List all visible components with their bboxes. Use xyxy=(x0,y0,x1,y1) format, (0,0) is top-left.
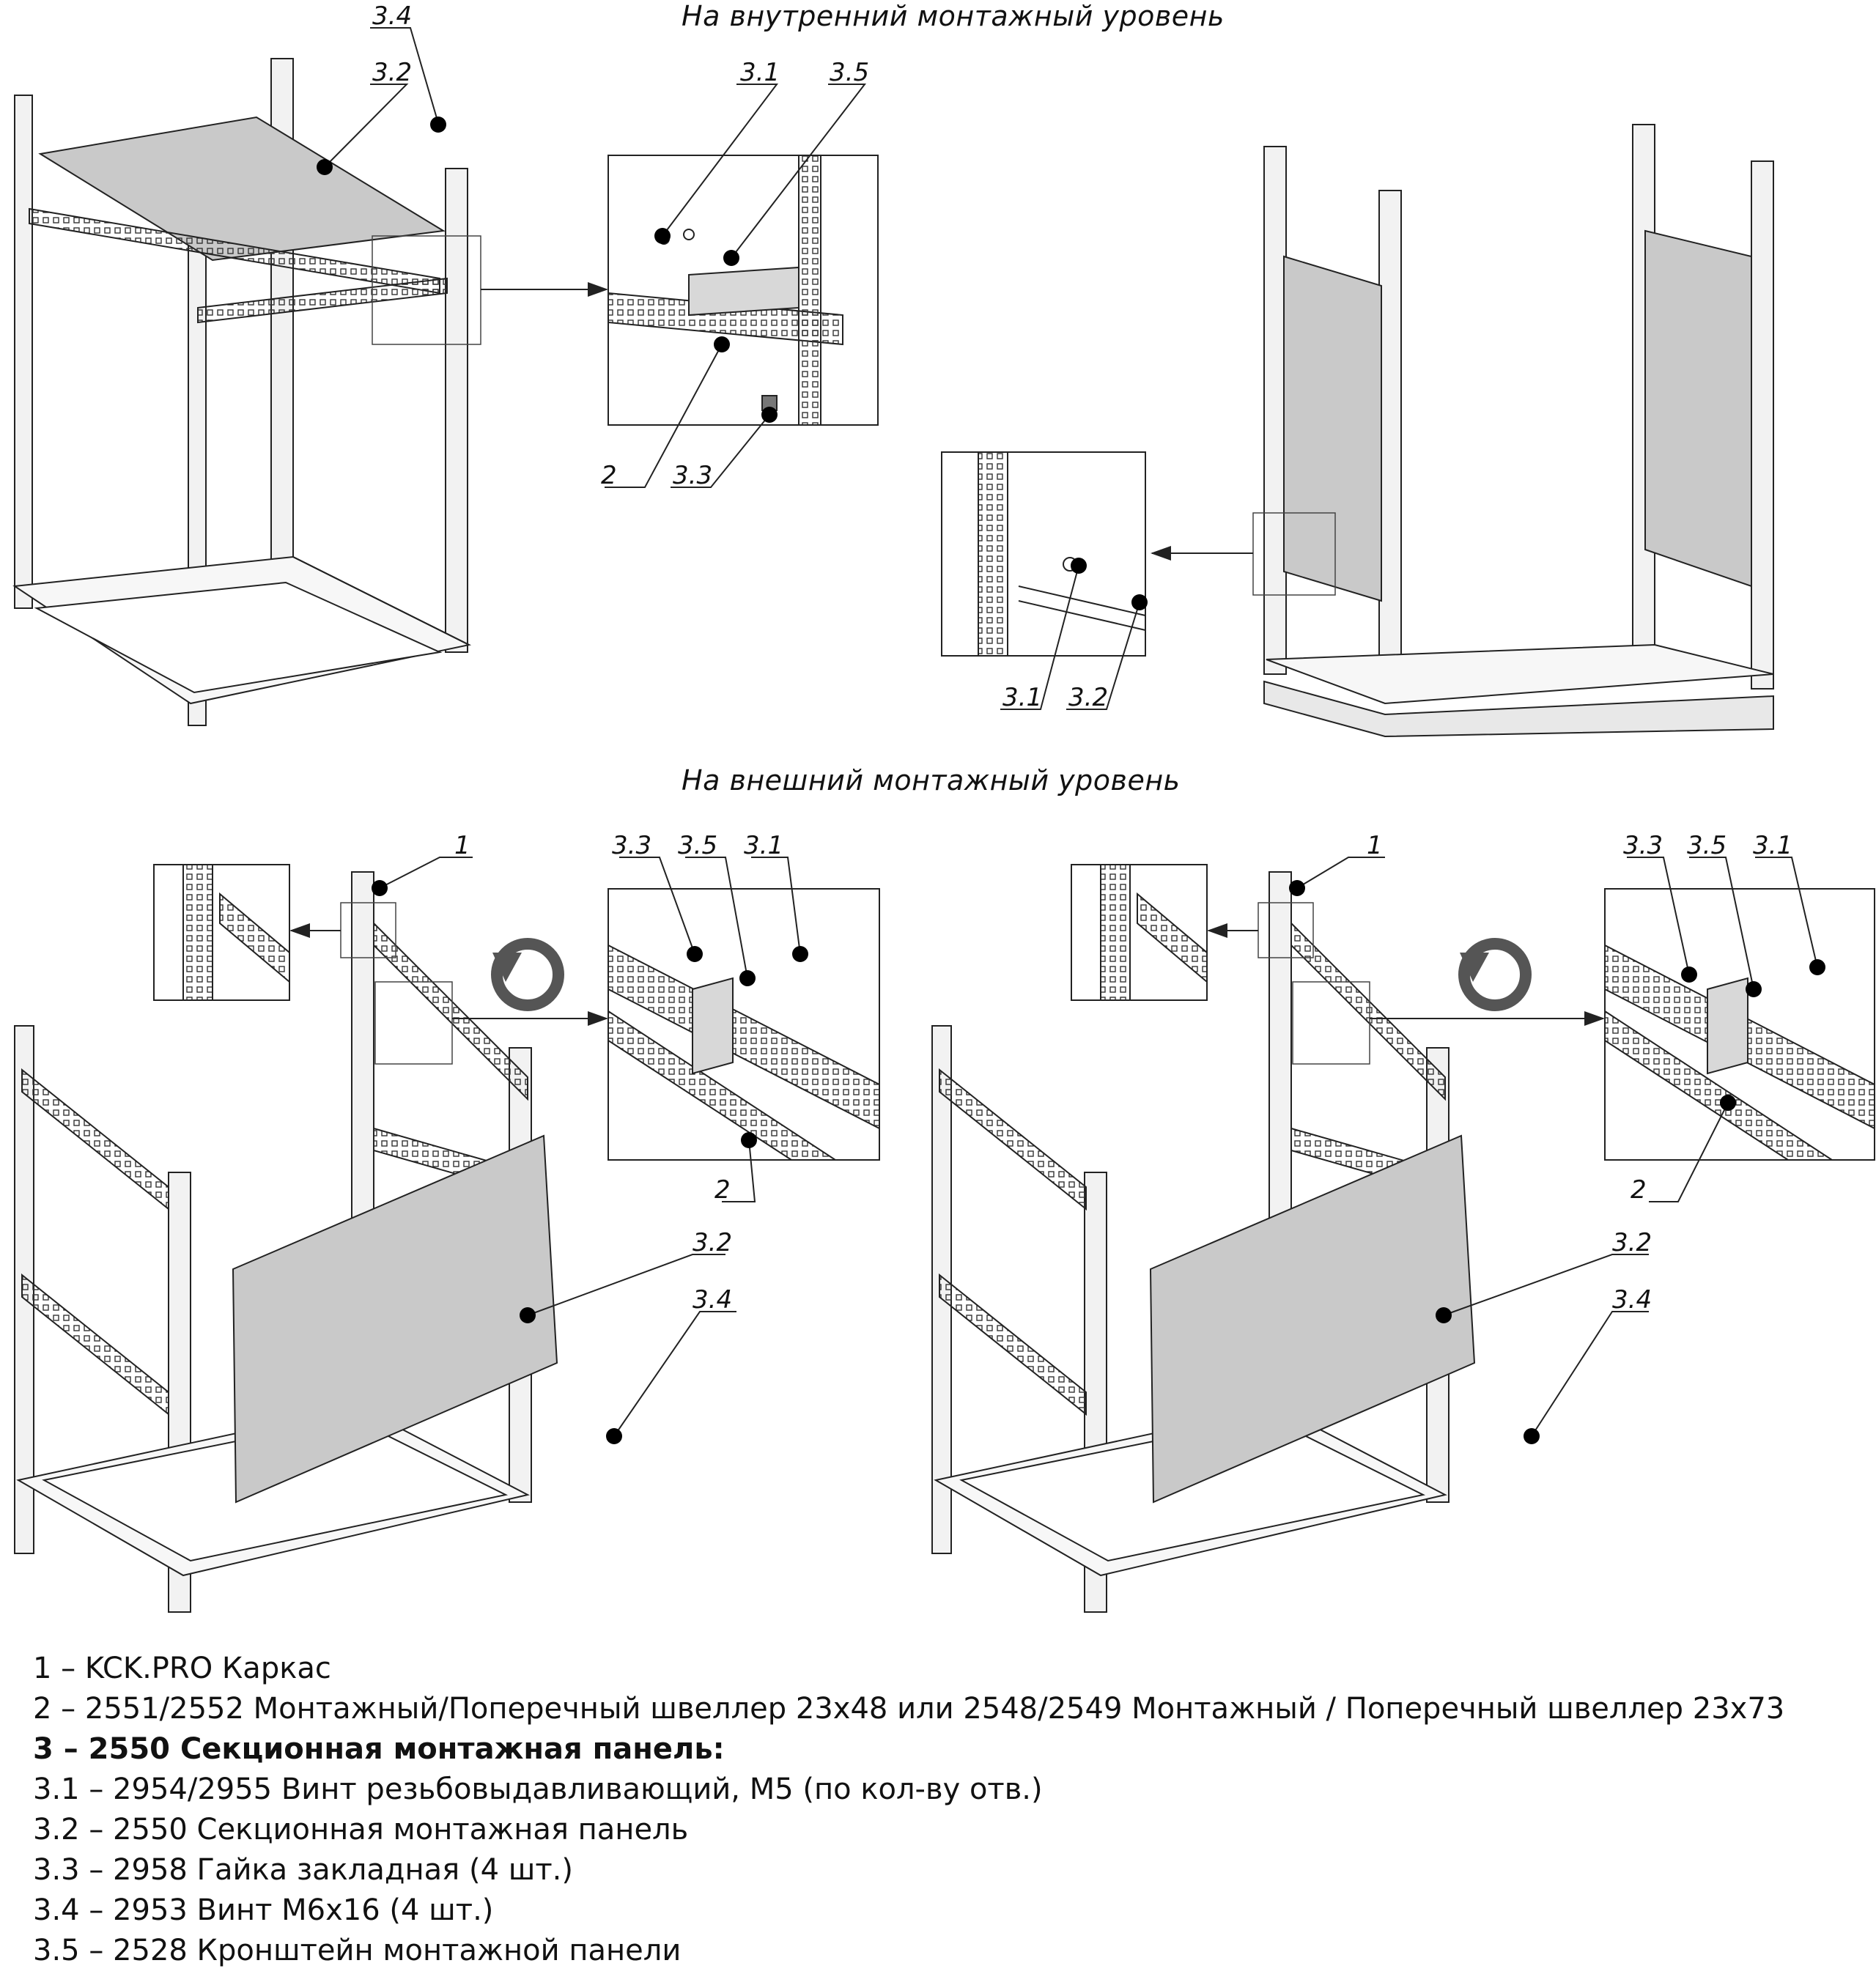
legend-item-3: 3 – 2550 Секционная монтажная панель: xyxy=(33,1732,725,1766)
callout-3-2-bl: 3.2 xyxy=(693,1228,732,1257)
callout-3-5-bl: 3.5 xyxy=(678,831,717,860)
callout-dots xyxy=(317,117,1825,1444)
callout-3-4-br: 3.4 xyxy=(1612,1285,1652,1315)
callout-3-3-bl: 3.3 xyxy=(612,831,651,860)
zoom-box-outer-left-b xyxy=(374,981,453,1065)
callout-2-br: 2 xyxy=(1631,1175,1647,1205)
detail-inner-bracket xyxy=(608,155,879,426)
parts-legend: 1 – KCK.PRO Каркас 2 – 2551/2552 Монтажн… xyxy=(33,1649,1850,1971)
callout-2-bl: 2 xyxy=(714,1175,731,1205)
detail-outer-bracket-right xyxy=(1604,888,1875,1161)
detail-outer-channel-left xyxy=(153,864,290,1001)
assembly-drawing: 3.4 3.2 3.1 3.5 2 3.3 3.1 3.2 1 3.3 3.5 … xyxy=(12,1,1875,1613)
outer-level-heading: На внешний монтажный уровень xyxy=(682,764,1181,796)
callout-3-4-bl: 3.4 xyxy=(693,1285,732,1315)
frame-inner-panel-side xyxy=(1263,124,1774,738)
callout-3-3-br: 3.3 xyxy=(1623,831,1663,860)
callout-3-3-detail: 3.3 xyxy=(673,461,712,490)
legend-item-3-1: 3.1 – 2954/2955 Винт резьбовыдавливающий… xyxy=(33,1773,1043,1806)
frame-outer-assembly-left xyxy=(14,871,558,1613)
callout-3-2-right: 3.2 xyxy=(1068,683,1108,712)
callout-3-1-br: 3.1 xyxy=(1753,831,1792,860)
callout-3-2-top: 3.2 xyxy=(372,58,412,87)
detail-outer-bracket-left xyxy=(608,888,880,1161)
detail-inner-mount xyxy=(941,451,1146,657)
frame-outer-assembly-right xyxy=(931,871,1476,1613)
detail-outer-channel-right xyxy=(1071,864,1208,1001)
callout-1-bl: 1 xyxy=(454,831,470,860)
frame-inner-assembly xyxy=(12,58,472,726)
callout-3-4-top: 3.4 xyxy=(372,1,412,31)
callout-1-br: 1 xyxy=(1367,831,1383,860)
zoom-box-outer-right-b xyxy=(1292,981,1370,1065)
legend-item-1: 1 – KCK.PRO Каркас xyxy=(33,1652,331,1685)
rotate-icon xyxy=(491,938,564,1011)
callout-2-detail: 2 xyxy=(601,461,617,490)
callout-labels: 3.4 3.2 3.1 3.5 2 3.3 3.1 3.2 1 3.3 3.5 … xyxy=(372,1,1792,1315)
legend-item-2: 2 – 2551/2552 Монтажный/Поперечный швелл… xyxy=(33,1692,1785,1726)
legend-item-3-5: 3.5 – 2528 Кронштейн монтажной панели xyxy=(33,1934,682,1967)
callout-3-5-detail: 3.5 xyxy=(830,58,869,87)
callout-3-1-bl: 3.1 xyxy=(744,831,783,860)
legend-item-3-4: 3.4 – 2953 Винт М6х16 (4 шт.) xyxy=(33,1893,494,1927)
callout-3-5-br: 3.5 xyxy=(1687,831,1727,860)
callout-3-2-br: 3.2 xyxy=(1612,1228,1652,1257)
callout-3-1-detail: 3.1 xyxy=(740,58,780,87)
legend-item-3-2: 3.2 – 2550 Секционная монтажная панель xyxy=(33,1813,689,1847)
callout-3-1-right: 3.1 xyxy=(1002,683,1042,712)
rotate-icon-right xyxy=(1458,938,1532,1011)
inner-level-heading: На внутренний монтажный уровень xyxy=(682,0,1225,32)
leader-lines xyxy=(324,27,1818,1437)
legend-item-3-3: 3.3 – 2958 Гайка закладная (4 шт.) xyxy=(33,1853,573,1887)
